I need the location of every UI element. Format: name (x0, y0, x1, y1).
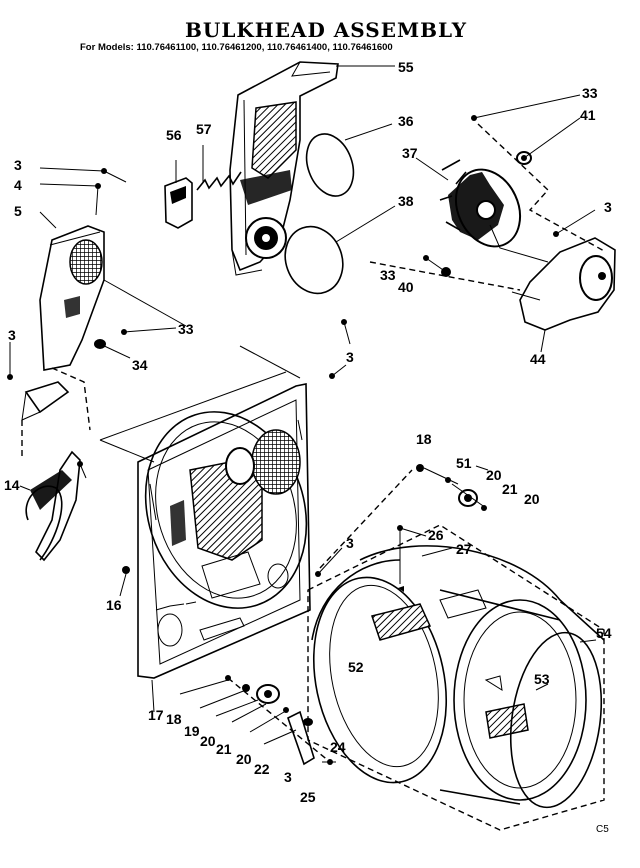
callout-44: 44 (530, 351, 546, 367)
bearing-assembly-right (416, 464, 489, 511)
callout-52: 52 (348, 659, 364, 675)
fan-housing-part (489, 224, 616, 353)
callout-16: 16 (106, 597, 122, 613)
callout-40: 40 (398, 279, 414, 295)
callout-26: 26 (428, 527, 444, 543)
callout-56: 56 (166, 127, 182, 143)
drum-front-part (453, 599, 603, 809)
callout-37: 37 (402, 145, 418, 161)
callout-36: 36 (398, 113, 414, 129)
callout-4: 4 (14, 177, 22, 193)
screw-16-part (122, 566, 130, 574)
callout-21: 21 (502, 481, 518, 497)
callout-20: 20 (200, 733, 216, 749)
callout-57: 57 (196, 121, 212, 137)
callout-18: 18 (166, 711, 182, 727)
callout-33: 33 (582, 85, 598, 101)
spring-part (196, 145, 242, 191)
drum-part (307, 524, 605, 831)
callout-53: 53 (534, 671, 550, 687)
callout-20: 20 (236, 751, 252, 767)
seal-ring-lower-part (284, 205, 396, 295)
callout-25: 25 (300, 789, 316, 805)
thermostat-bracket-part (164, 160, 193, 229)
callout-20: 20 (524, 491, 540, 507)
screw-part (329, 319, 351, 379)
page-code: C5 (596, 824, 609, 835)
callout-51: 51 (456, 455, 472, 471)
bulkhead-panel-part (137, 383, 311, 679)
callout-55: 55 (398, 59, 414, 75)
callout-14: 14 (4, 477, 20, 493)
fastener-parts-upper-right (423, 94, 596, 277)
thermal-fuse-part (7, 342, 70, 460)
callout-labels: 3 4 5 3 14 33 34 56 57 55 36 37 38 33 41… (4, 59, 612, 835)
callout-19: 19 (184, 723, 200, 739)
callout-3: 3 (604, 199, 612, 215)
heating-element-part (19, 450, 87, 562)
blower-housing-part (229, 61, 339, 276)
callout-3: 3 (346, 349, 354, 365)
blower-wheel-part (415, 157, 522, 248)
models-subtitle: For Models: 110.76461100, 110.76461200, … (80, 42, 393, 53)
callout-18: 18 (416, 431, 432, 447)
callout-54: 54 (596, 625, 612, 641)
callout-3: 3 (284, 769, 292, 785)
callout-3: 3 (8, 327, 16, 343)
screws-left-top (39, 167, 177, 359)
lint-duct-part (39, 225, 187, 371)
callout-21: 21 (216, 741, 232, 757)
callout-22: 22 (254, 761, 270, 777)
page-title: BULKHEAD ASSEMBLY (185, 18, 467, 42)
callout-17: 17 (148, 707, 164, 723)
callout-20: 20 (486, 467, 502, 483)
callout-24: 24 (330, 739, 346, 755)
callout-33: 33 (380, 267, 396, 283)
callout-3: 3 (346, 535, 354, 551)
callout-5: 5 (14, 203, 22, 219)
callout-41: 41 (580, 107, 596, 123)
callout-34: 34 (132, 357, 148, 373)
callout-3: 3 (14, 157, 22, 173)
callout-33: 33 (178, 321, 194, 337)
callout-27: 27 (456, 541, 472, 557)
seal-ring-part (305, 123, 393, 197)
callout-38: 38 (398, 193, 414, 209)
idler-assembly-bottom (179, 675, 336, 766)
